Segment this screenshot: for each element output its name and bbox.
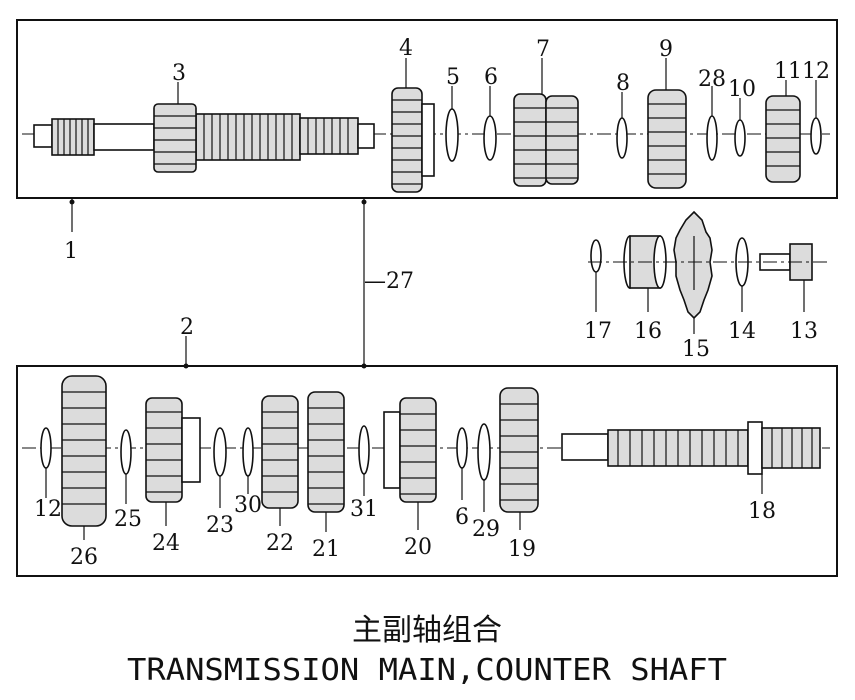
- part-4-gear: [391, 87, 435, 193]
- label-part-20: 20: [404, 535, 432, 560]
- part-25-washer: [120, 429, 132, 475]
- label-part-4: 4: [399, 36, 413, 61]
- part-26-gear: [61, 375, 107, 527]
- label-part-18: 18: [748, 499, 776, 524]
- label-part-12-lower: 12: [34, 497, 62, 522]
- part-9-gear: [647, 89, 687, 189]
- label-part-12: 12: [802, 59, 830, 84]
- part-12-washer: [810, 117, 822, 155]
- counter-shaft-leader-lines: [45, 468, 763, 540]
- label-part-30: 30: [234, 493, 262, 518]
- part-16-bearing: [623, 235, 667, 312]
- part-29-washer: [477, 423, 491, 481]
- label-part-13: 13: [790, 319, 818, 344]
- part-10-circlip: [734, 119, 746, 157]
- label-part-17: 17: [584, 319, 612, 344]
- label-part-1: 1: [64, 239, 78, 264]
- label-part-23: 23: [206, 513, 234, 538]
- part-13-bolt: [759, 243, 813, 312]
- part-20-gear: [383, 397, 437, 503]
- part-28-washer: [706, 115, 718, 161]
- label-part-8: 8: [616, 71, 630, 96]
- part-7-gear: [513, 93, 579, 187]
- label-part-21: 21: [312, 537, 340, 562]
- label-part-28: 28: [698, 67, 726, 92]
- part-21-gear: [307, 391, 345, 513]
- label-part-25: 25: [114, 507, 142, 532]
- counter-shaft-frame: [16, 365, 838, 577]
- part-30-washer: [242, 427, 254, 477]
- label-part-6-lower: 6: [455, 505, 469, 530]
- part-22-gear: [261, 395, 299, 509]
- label-part-22: 22: [266, 531, 294, 556]
- label-part-16: 16: [634, 319, 662, 344]
- label-part-31: 31: [350, 497, 378, 522]
- part-6-circlip: [483, 115, 497, 161]
- caption-chinese: 主副轴组合: [352, 613, 502, 648]
- label-part-10: 10: [728, 77, 756, 102]
- label-part-29: 29: [472, 517, 500, 542]
- part-24-gear: [145, 397, 201, 503]
- part-5-washer: [445, 108, 459, 162]
- label-part-27: —27: [364, 269, 414, 294]
- label-part-24: 24: [152, 531, 180, 556]
- label-part-26: 26: [70, 545, 98, 570]
- main-shaft-leader-lines: [177, 58, 817, 120]
- label-part-3: 3: [172, 61, 186, 86]
- label-part-14: 14: [728, 319, 756, 344]
- label-part-19: 19: [508, 537, 536, 562]
- part-18-counter-shaft: [561, 421, 821, 475]
- main-shaft-frame: [16, 19, 838, 199]
- part-15-sprocket: [673, 210, 713, 334]
- part-23-washer: [213, 427, 227, 477]
- label-part-5: 5: [446, 65, 460, 90]
- part-labels: 1 3 4 5 6 7 8 9 28 10 11 12 —27 2 17 16 …: [34, 36, 830, 570]
- part-14-washer: [735, 237, 749, 312]
- label-part-2: 2: [180, 315, 194, 340]
- part-19-gear: [499, 387, 539, 513]
- caption-english: TRANSMISSION MAIN,COUNTER SHAFT: [127, 653, 727, 688]
- part-12-washer-lower: [40, 427, 52, 469]
- part-11-gear: [765, 95, 801, 183]
- label-part-15: 15: [682, 337, 710, 362]
- part-8-circlip: [616, 117, 628, 159]
- part-17-circlip: [590, 239, 602, 312]
- label-part-7: 7: [536, 37, 550, 62]
- part-1-main-shaft: [33, 113, 375, 161]
- part-3-gear: [153, 103, 197, 173]
- label-part-9: 9: [659, 37, 673, 62]
- label-part-11: 11: [774, 59, 802, 84]
- part-6-circlip-lower: [456, 427, 468, 469]
- label-part-6: 6: [484, 65, 498, 90]
- part-31-washer: [358, 425, 370, 475]
